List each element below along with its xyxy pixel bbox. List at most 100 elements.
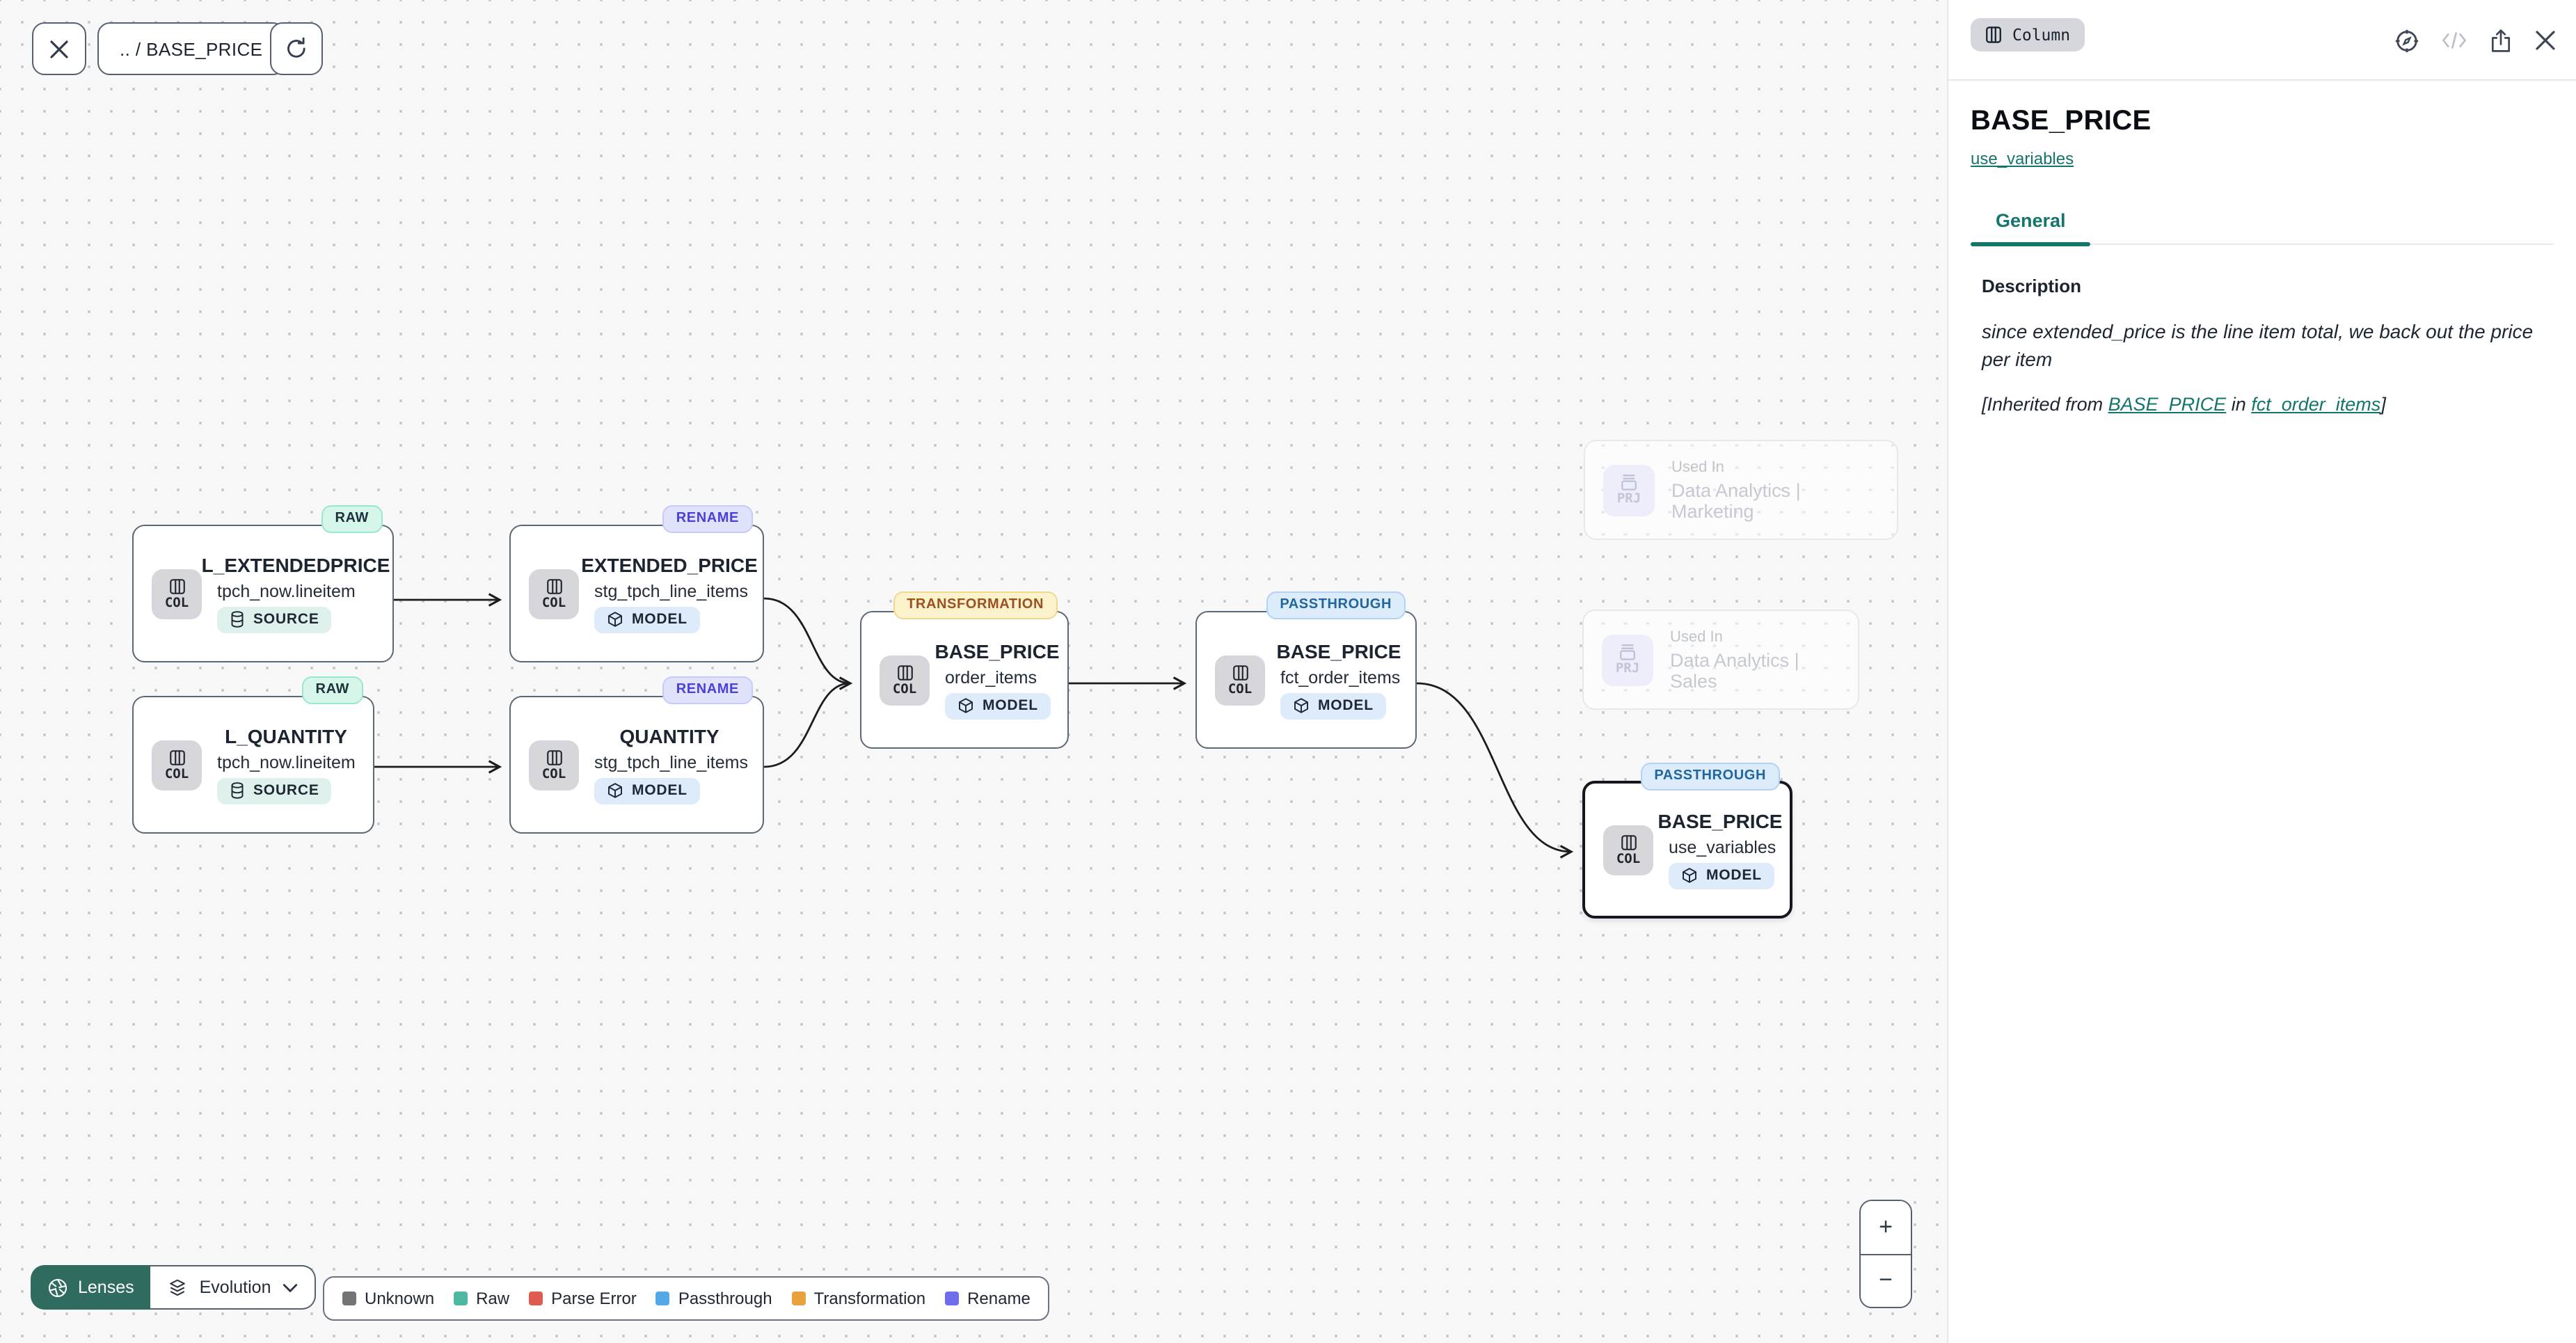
node-type-label: SOURCE <box>253 782 319 799</box>
description-text: since extended_price is the line item to… <box>1982 320 2534 371</box>
tab-general[interactable]: General <box>1971 210 2092 246</box>
column-icon <box>169 749 184 765</box>
node-l-extendedprice[interactable]: RAW COL L_EXTENDEDPRICE tpch_now.lineite… <box>132 505 394 662</box>
legend-swatch <box>454 1292 468 1305</box>
used-in-node-sales[interactable]: PRJ Used In Data Analytics | Sales <box>1582 610 1859 710</box>
aperture-icon <box>48 1278 67 1297</box>
node-title: QUANTITY <box>619 725 719 747</box>
node-type-label: MODEL <box>1706 867 1762 884</box>
zoom-out-button[interactable]: − <box>1861 1255 1911 1307</box>
project-icon-box: PRJ <box>1602 634 1653 685</box>
node-base-price-fct-order-items[interactable]: PASSTHROUGH COL BASE_PRICE fct_order_ite… <box>1195 591 1417 749</box>
legend-item-rename: Rename <box>945 1289 1031 1308</box>
node-type-pill: SOURCE <box>217 607 332 633</box>
legend-item-raw: Raw <box>454 1289 509 1308</box>
model-cube-icon <box>1683 868 1696 883</box>
compass-icon <box>2395 29 2419 52</box>
node-subtitle: stg_tpch_line_items <box>594 753 748 772</box>
inherited-model-link[interactable]: fct_order_items <box>2251 393 2381 415</box>
lenses-bar: Lenses Evolution <box>31 1265 316 1310</box>
column-icon-box: COL <box>152 569 202 619</box>
used-in-node-marketing[interactable]: PRJ Used In Data Analytics | Marketing <box>1584 440 1898 540</box>
node-type-label: MODEL <box>1318 697 1374 714</box>
project-icon <box>1620 644 1635 661</box>
node-badge: RAW <box>301 676 363 704</box>
model-link[interactable]: use_variables <box>1971 149 2074 168</box>
legend-item-passthrough: Passthrough <box>655 1289 772 1308</box>
code-icon <box>2442 32 2466 49</box>
used-in-name: Data Analytics | Marketing <box>1671 479 1801 521</box>
database-icon <box>231 782 244 799</box>
node-badge: PASSTHROUGH <box>1640 763 1780 790</box>
close-panel-button[interactable] <box>2534 29 2557 51</box>
column-icon-label: COL <box>892 681 917 697</box>
node-title: L_EXTENDEDPRICE <box>201 554 390 576</box>
model-cube-icon <box>959 698 973 713</box>
node-type-pill: MODEL <box>1669 863 1774 889</box>
used-in-kicker: Used In <box>1670 628 1723 645</box>
node-base-price-use-variables[interactable]: PASSTHROUGH COL BASE_PRICE use_variables… <box>1582 763 1792 919</box>
share-button[interactable] <box>2488 27 2513 54</box>
share-icon <box>2491 29 2511 51</box>
chevron-down-icon <box>283 1283 297 1292</box>
column-icon-box: COL <box>1603 825 1653 875</box>
node-quantity[interactable]: RENAME COL QUANTITY stg_tpch_line_items … <box>509 676 764 834</box>
node-type-label: MODEL <box>632 782 687 799</box>
page-title: BASE_PRICE <box>1971 106 2152 136</box>
node-subtitle: tpch_now.lineitem <box>217 582 356 601</box>
column-icon <box>897 665 912 681</box>
node-type-label: MODEL <box>983 697 1038 714</box>
node-badge: RENAME <box>662 505 753 533</box>
view-code-button[interactable] <box>2441 31 2467 50</box>
column-icon-box: COL <box>1215 655 1265 705</box>
used-in-kicker: Used In <box>1671 459 1724 475</box>
column-icon-label: COL <box>1616 851 1641 867</box>
node-title: BASE_PRICE <box>935 640 1060 662</box>
close-icon <box>50 40 68 58</box>
lenses-label: Lenses <box>78 1278 134 1297</box>
project-icon <box>1621 475 1637 491</box>
column-icon-box: COL <box>529 740 579 790</box>
node-l-quantity[interactable]: RAW COL L_QUANTITY tpch_now.lineitem SOU… <box>132 676 374 834</box>
legend-item-parse-error: Parse Error <box>529 1289 637 1308</box>
node-type-label: MODEL <box>632 611 687 628</box>
column-icon <box>1232 665 1248 681</box>
node-title: L_QUANTITY <box>225 725 347 747</box>
column-icon-label: COL <box>541 766 566 782</box>
project-icon-label: PRJ <box>1615 661 1640 677</box>
node-type-pill: MODEL <box>1280 693 1386 720</box>
breadcrumb[interactable]: .. / BASE_PRICE <box>97 22 285 75</box>
refresh-icon <box>287 37 305 58</box>
column-icon-box: COL <box>529 569 579 619</box>
column-icon <box>169 578 184 594</box>
evolution-dropdown[interactable]: Evolution <box>150 1265 316 1310</box>
entity-type-label: Column <box>2012 25 2071 45</box>
panel-tabs: General <box>1971 210 2554 246</box>
close-icon <box>2536 31 2555 50</box>
node-type-pill: MODEL <box>594 778 700 804</box>
node-type-pill: MODEL <box>594 607 700 633</box>
column-icon-label: COL <box>541 595 566 611</box>
legend-swatch <box>791 1292 806 1305</box>
column-icon <box>1986 26 2001 43</box>
node-extended-price[interactable]: RENAME COL EXTENDED_PRICE stg_tpch_line_… <box>509 505 764 662</box>
lineage-canvas[interactable]: .. / BASE_PRICE PRJ Used In Data Analyti… <box>0 0 1947 1343</box>
entity-type-chip: Column <box>1971 18 2085 51</box>
used-in-name: Data Analytics | Sales <box>1670 649 1799 691</box>
explore-lineage-button[interactable] <box>2394 27 2420 54</box>
project-icon-box: PRJ <box>1603 464 1655 516</box>
close-lineage-button[interactable] <box>32 22 86 75</box>
node-badge: TRANSFORMATION <box>893 591 1058 619</box>
detail-panel: Column BASE_PRICE use_variables <box>1947 0 2576 1343</box>
node-type-label: SOURCE <box>253 611 319 628</box>
lenses-button[interactable]: Lenses <box>31 1265 151 1310</box>
inherited-column-link[interactable]: BASE_PRICE <box>2108 393 2227 415</box>
column-icon <box>1621 834 1636 850</box>
description-heading: Description <box>1982 276 2082 296</box>
node-base-price-order-items[interactable]: TRANSFORMATION COL BASE_PRICE order_item… <box>860 591 1069 749</box>
node-subtitle: order_items <box>945 668 1037 688</box>
zoom-in-button[interactable]: + <box>1861 1201 1911 1255</box>
inherited-note: [Inherited from BASE_PRICE in fct_order_… <box>1982 393 2386 415</box>
refresh-button[interactable] <box>270 22 323 75</box>
panel-header: Column <box>1948 0 2576 81</box>
